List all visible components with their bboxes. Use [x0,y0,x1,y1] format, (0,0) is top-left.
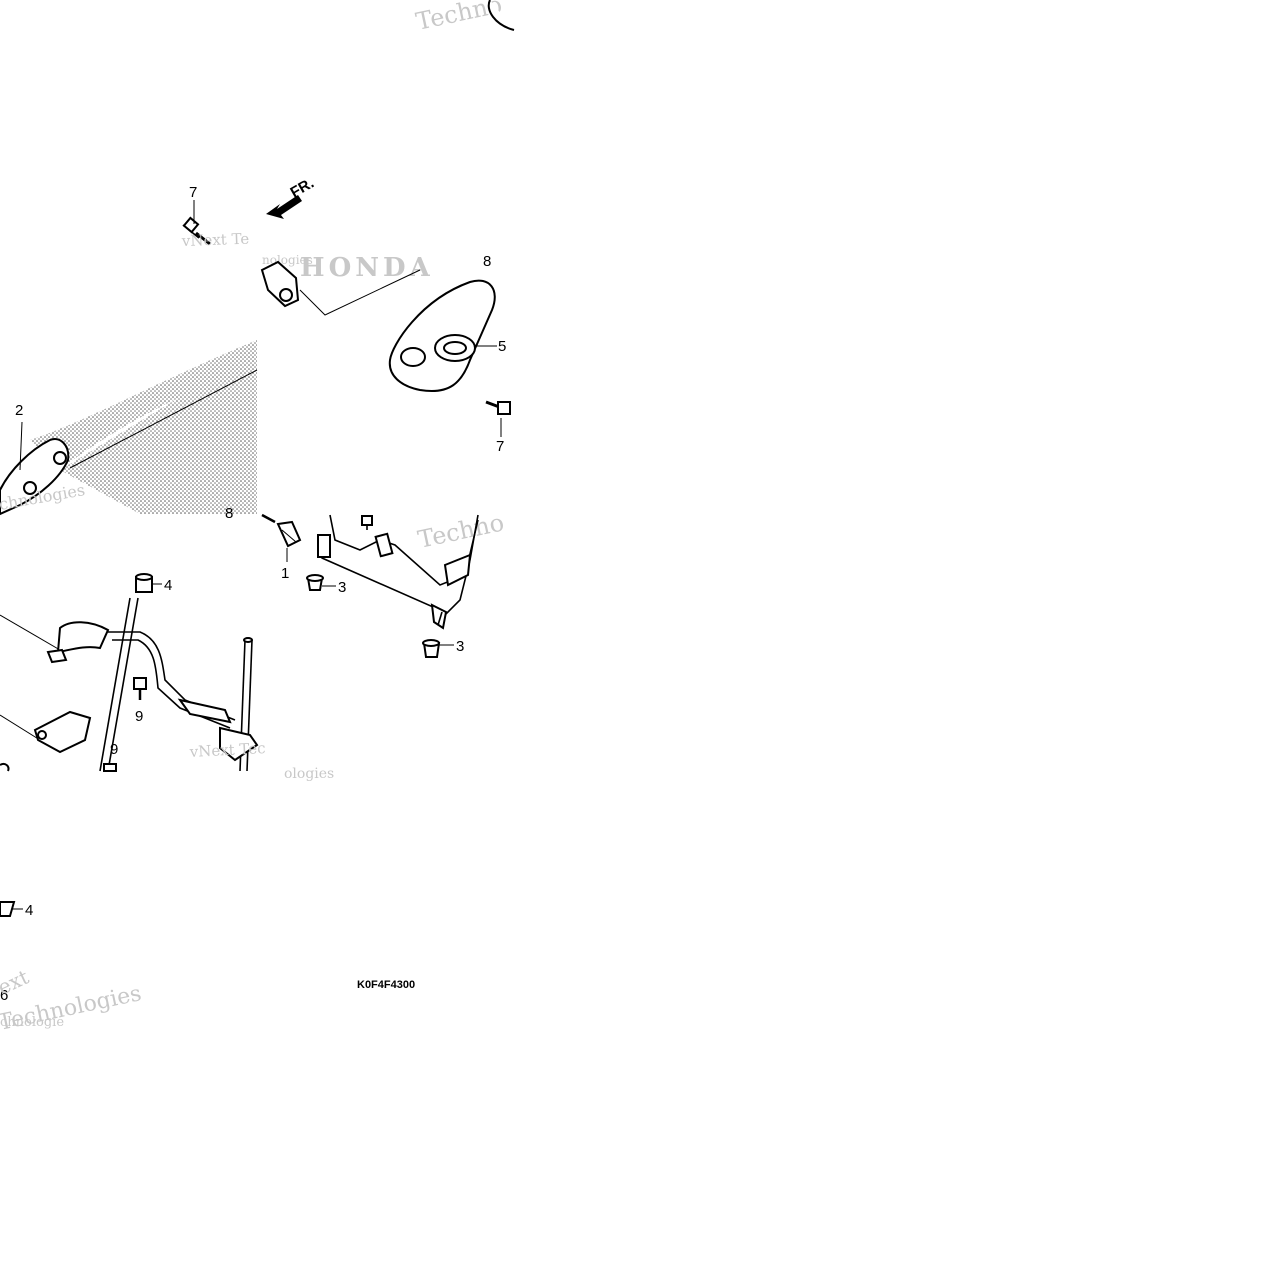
stay-bracket-frame [317,514,479,630]
callout-8-top: 8 [483,253,491,270]
side-cover-2 [0,438,70,516]
watermark-techno-2: Techno [415,508,506,554]
collar-3-lower [422,639,441,658]
callout-8-mid: 8 [225,505,233,522]
honda-stamp: HONDA [300,253,434,283]
callout-2: 2 [15,402,23,419]
leader-line-2 [19,421,23,471]
callout-7-top: 7 [189,184,197,201]
watermark-chnologie: chnologie [0,1015,64,1030]
collar-4-upper [135,573,153,593]
callout-9-upper: 9 [135,708,143,725]
watermark-ologies-2: ologies [284,766,334,782]
watermark-vnext-1: vNext Te [181,230,250,250]
part-fragment-top [487,0,515,31]
callout-9-lower: 9 [110,741,118,758]
side-cover-mount [260,260,421,316]
bolt-7-right [485,400,511,415]
bolt-9-upper [133,677,147,700]
collar-4-lower [0,901,16,917]
watermark-vnext-2: vNext Tec [188,739,266,761]
callout-3-upper: 3 [338,579,346,596]
wing-logo-emblem [30,340,258,514]
bolt-upper-stay [361,515,373,530]
watermark-ext: ext [0,965,32,1000]
callout-4-upper: 4 [164,577,172,594]
callout-1: 1 [281,565,289,582]
callout-7-right: 7 [496,438,504,455]
bolt-7-top [182,216,211,246]
bolt-9-lower [103,763,117,772]
grommet-plate-5 [388,279,496,393]
part-fragment-left [0,762,10,772]
callout-3-lower: 3 [456,638,464,655]
stay-assembly [0,597,259,772]
callout-5: 5 [498,338,506,355]
front-direction-arrow: FR. [266,175,317,219]
callout-4-lower: 4 [25,902,33,919]
watermark-nologies-1: nologies [262,253,313,267]
sensor-1 [261,513,302,548]
diagram-code: K0F4F4300 [357,979,415,991]
callout-6: 6 [0,987,8,1004]
svg-text:FR.: FR. [288,175,317,202]
collar-3-upper [306,574,324,591]
